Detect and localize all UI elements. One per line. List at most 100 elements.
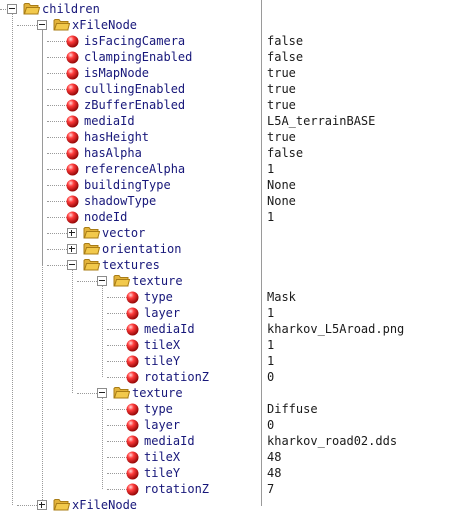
collapse-minus-icon[interactable] [67,260,77,270]
value-cell-hasAlpha[interactable]: false [262,145,455,161]
guide-line [47,57,67,58]
expand-plus-icon[interactable] [67,244,77,254]
guide-line [47,41,67,42]
node-label: orientation [102,242,182,256]
tree-property-layer[interactable]: layer [0,305,262,321]
guide-line [47,89,67,90]
tree-property-layer[interactable]: layer [0,417,262,433]
property-label: cullingEnabled [84,82,186,96]
value-cell-type[interactable]: Mask [262,289,455,305]
folder-open-icon [113,274,131,291]
value-cell-clampingEnabled[interactable]: false [262,49,455,65]
property-ball-icon [66,195,79,212]
value-cell-nodeId[interactable]: 1 [262,209,455,225]
value-cell-referenceAlpha[interactable]: 1 [262,161,455,177]
property-ball-icon [66,211,79,228]
tree-property-tileY[interactable]: tileY [0,465,262,481]
property-value: 48 [267,466,282,480]
value-cell-tileX[interactable]: 1 [262,337,455,353]
value-cell-mediaId[interactable]: kharkov_L5Aroad.png [262,321,455,337]
value-cell-layer[interactable]: 0 [262,417,455,433]
value-cell-layer[interactable]: 1 [262,305,455,321]
tree-property-type[interactable]: type [0,401,262,417]
collapse-minus-icon[interactable] [7,4,17,14]
expand-plus-icon[interactable] [67,228,77,238]
value-cell-tileX[interactable]: 48 [262,449,455,465]
property-label: rotationZ [144,482,210,496]
tree-property-tileX[interactable]: tileX [0,449,262,465]
value-cell-mediaId[interactable]: kharkov_road02.dds [262,433,455,449]
guide-line [47,265,67,266]
property-ball-icon [126,291,139,308]
tree-property-clampingEnabled[interactable]: clampingEnabled [0,49,262,65]
collapse-minus-icon[interactable] [97,276,107,286]
tree-property-isMapNode[interactable]: isMapNode [0,65,262,81]
guide-line [47,105,67,106]
collapse-minus-icon[interactable] [97,388,107,398]
tree-node-orientation[interactable]: orientation [0,241,262,257]
guide-line [107,409,127,410]
property-label: zBufferEnabled [84,98,186,112]
node-label: xFileNode [72,498,138,512]
guide-line [107,441,127,442]
property-ball-icon [66,99,79,116]
guide-line [47,233,67,234]
tree-node-children[interactable]: children [0,1,262,17]
tree-property-tileX[interactable]: tileX [0,337,262,353]
tree-node-texture[interactable]: texture [0,273,262,289]
value-cell-mediaId[interactable]: L5A_terrainBASE [262,113,455,129]
property-value: false [267,34,304,48]
value-cell-rotationZ[interactable]: 7 [262,481,455,497]
tree-property-cullingEnabled[interactable]: cullingEnabled [0,81,262,97]
value-cell-rotationZ[interactable]: 0 [262,369,455,385]
value-cell-buildingType[interactable]: None [262,177,455,193]
tree-property-referenceAlpha[interactable]: referenceAlpha [0,161,262,177]
property-value: false [267,50,304,64]
property-ball-icon [66,83,79,100]
value-cell-isFacingCamera[interactable]: false [262,33,455,49]
tree-property-rotationZ[interactable]: rotationZ [0,369,262,385]
tree-property-mediaId[interactable]: mediaId [0,113,262,129]
guide-line [107,489,127,490]
property-label: isFacingCamera [84,34,186,48]
tree-property-mediaId[interactable]: mediaId [0,433,262,449]
property-ball-icon [66,131,79,148]
tree-property-rotationZ[interactable]: rotationZ [0,481,262,497]
tree-property-buildingType[interactable]: buildingType [0,177,262,193]
tree-property-mediaId[interactable]: mediaId [0,321,262,337]
property-label: isMapNode [84,66,150,80]
tree-property-nodeId[interactable]: nodeId [0,209,262,225]
tree-property-isFacingCamera[interactable]: isFacingCamera [0,33,262,49]
property-value: true [267,82,296,96]
value-cell-zBufferEnabled[interactable]: true [262,97,455,113]
value-cell-isMapNode[interactable]: true [262,65,455,81]
value-cell-tileY[interactable]: 1 [262,353,455,369]
value-cell-type[interactable]: Diffuse [262,401,455,417]
guide-line [107,457,127,458]
tree-node-texture[interactable]: texture [0,385,262,401]
tree-property-zBufferEnabled[interactable]: zBufferEnabled [0,97,262,113]
value-cell-tileY[interactable]: 48 [262,465,455,481]
value-cell-shadowType[interactable]: None [262,193,455,209]
tree-node-textures[interactable]: textures [0,257,262,273]
tree-node-vector[interactable]: vector [0,225,262,241]
property-value: None [267,178,296,192]
collapse-minus-icon[interactable] [37,20,47,30]
property-value: true [267,66,296,80]
tree-property-hasAlpha[interactable]: hasAlpha [0,145,262,161]
tree-property-tileY[interactable]: tileY [0,353,262,369]
tree-property-hasHeight[interactable]: hasHeight [0,129,262,145]
tree-property-shadowType[interactable]: shadowType [0,193,262,209]
folder-open-icon [83,258,101,275]
expand-plus-icon[interactable] [37,500,47,510]
tree-node-xFileNode[interactable]: xFileNode [0,17,262,33]
column-divider[interactable] [261,0,262,506]
value-cell-hasHeight[interactable]: true [262,129,455,145]
property-label: referenceAlpha [84,162,186,176]
value-cell-cullingEnabled[interactable]: true [262,81,455,97]
tree-node-xFileNode[interactable]: xFileNode [0,497,262,513]
property-ball-icon [66,35,79,52]
property-value: 1 [267,210,275,224]
tree-property-type[interactable]: type [0,289,262,305]
